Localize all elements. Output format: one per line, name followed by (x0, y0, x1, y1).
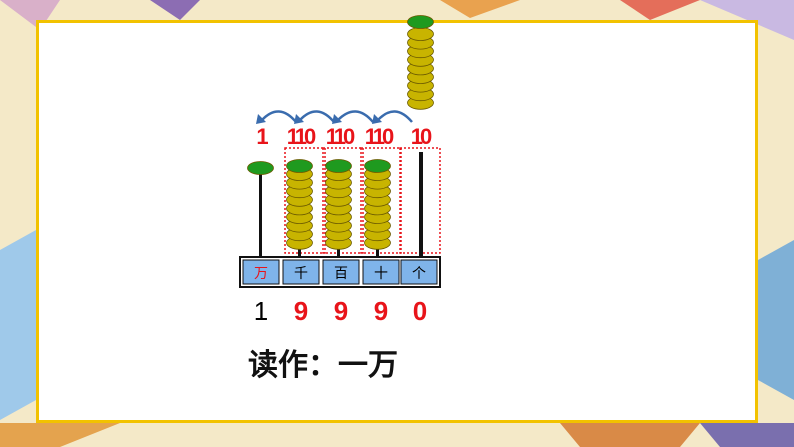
digit-wan: 1 (253, 296, 269, 326)
carry-label-ge: 10 (410, 124, 432, 149)
digit-qian: 9 (293, 296, 309, 326)
place-label-ge: 个 (412, 266, 426, 282)
carry-label-shi: 110 (364, 124, 395, 149)
place-label-shi: 十 (374, 266, 388, 282)
carried-bead-top (407, 15, 434, 29)
carry-label-bai: 110 (325, 124, 356, 149)
ten-box (360, 147, 402, 254)
bead-shi-top (364, 159, 391, 173)
content-card (36, 20, 758, 423)
reading-text: 读作：一万 (248, 348, 398, 383)
carried-bead (407, 27, 434, 41)
digit-ge: 0 (412, 296, 428, 326)
place-label-wan: 万 (254, 266, 268, 282)
place-label-qian: 千 (294, 266, 308, 282)
bead-bai-top (325, 159, 352, 173)
carry-label-qian: 110 (286, 124, 317, 149)
digit-shi: 9 (373, 296, 389, 326)
carry-arrows (261, 110, 413, 123)
hundred-box (322, 147, 364, 254)
bead-wan (247, 161, 274, 175)
carry-label-wan: 1 (256, 124, 268, 149)
digit-bai: 9 (333, 296, 349, 326)
thousand-box (284, 147, 326, 254)
bead-qian-top (286, 159, 313, 173)
rod-wan (259, 168, 262, 258)
place-label-bai: 百 (334, 266, 348, 282)
rod-ge (419, 152, 423, 258)
